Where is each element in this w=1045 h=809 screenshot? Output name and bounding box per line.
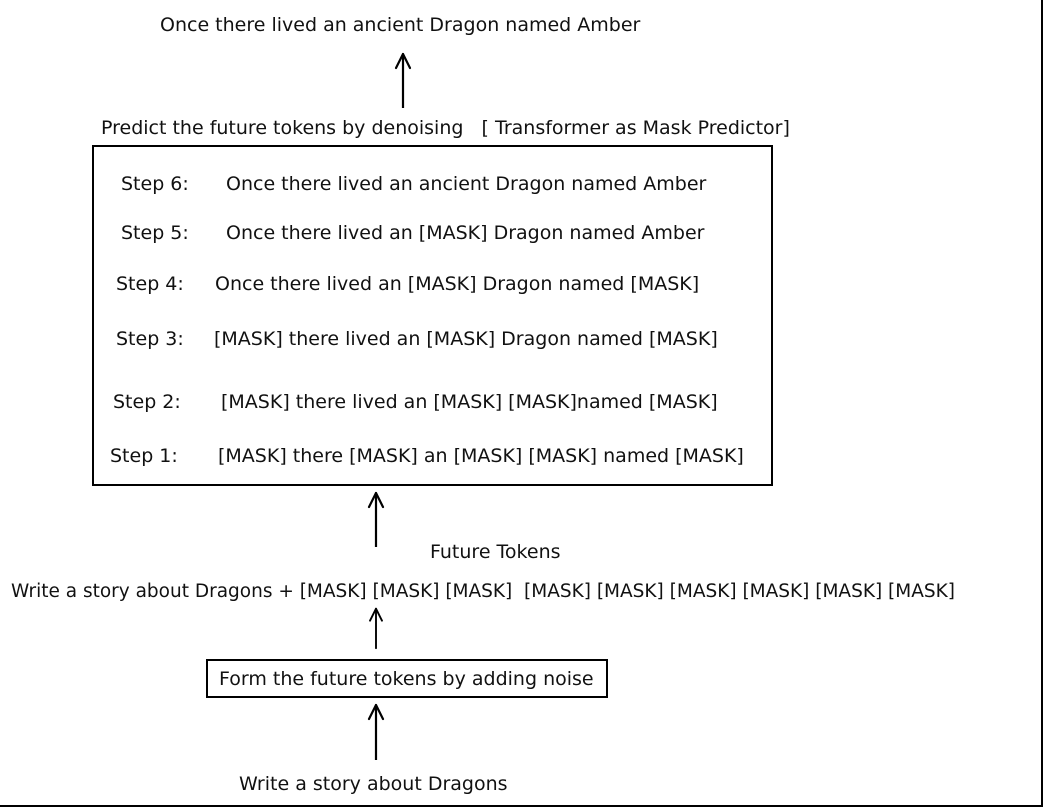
noise-box-label: Form the future tokens by adding noise	[219, 668, 594, 690]
step-5-text: Once there lived an [MASK] Dragon named …	[226, 222, 705, 244]
future-tokens-label: Future Tokens	[430, 541, 561, 563]
step-3-label: Step 3:	[116, 328, 184, 350]
output-text: Once there lived an ancient Dragon named…	[160, 14, 641, 36]
step-4-text: Once there lived an [MASK] Dragon named …	[215, 273, 700, 295]
arrow-up-icon	[367, 703, 385, 760]
predict-label: Predict the future tokens by denoising […	[101, 117, 790, 139]
step-4-label: Step 4:	[116, 273, 184, 295]
masked-sequence: Write a story about Dragons + [MASK] [MA…	[11, 581, 955, 602]
step-1-label: Step 1:	[110, 445, 178, 467]
step-3-text: [MASK] there lived an [MASK] Dragon name…	[214, 328, 718, 350]
step-2-label: Step 2:	[113, 391, 181, 413]
step-6-text: Once there lived an ancient Dragon named…	[226, 173, 707, 195]
step-5-label: Step 5:	[121, 222, 189, 244]
denoising-steps-box	[92, 145, 773, 486]
arrow-up-icon	[394, 52, 412, 108]
step-2-text: [MASK] there lived an [MASK] [MASK]named…	[221, 391, 718, 413]
noise-box	[206, 659, 608, 698]
step-1-text: [MASK] there [MASK] an [MASK] [MASK] nam…	[218, 445, 744, 467]
input-prompt: Write a story about Dragons	[239, 773, 508, 795]
arrow-up-icon	[369, 607, 383, 650]
arrow-up-icon	[367, 491, 385, 547]
step-6-label: Step 6:	[121, 173, 189, 195]
